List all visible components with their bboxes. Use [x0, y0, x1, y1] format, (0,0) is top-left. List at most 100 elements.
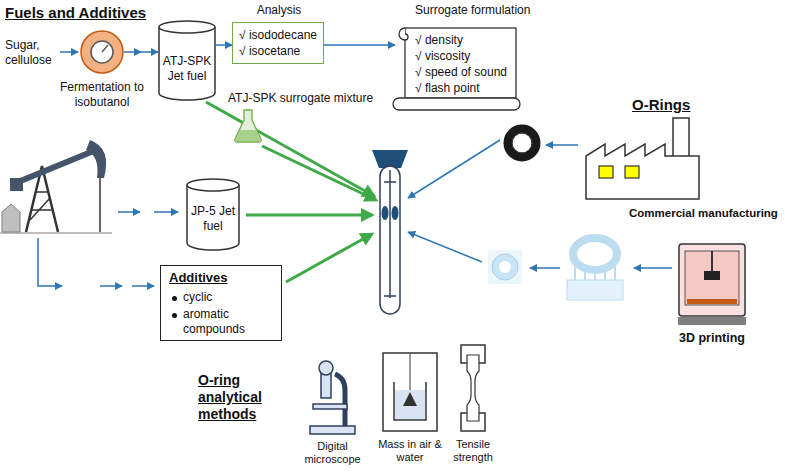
node-text: cyclic: [183, 290, 279, 305]
node-text: √ speed of sound: [415, 65, 507, 80]
node-text: Fermentation to isobutanol: [54, 80, 150, 109]
scroll-curl: [399, 28, 408, 40]
microscope-base: [310, 426, 355, 434]
test-specimen: [403, 392, 417, 406]
flow-arrow: [530, 267, 560, 269]
node-text: ATJ-SPK surrogate mixture: [228, 91, 373, 106]
factory-window: [599, 166, 613, 178]
bullet-dot: [172, 313, 177, 318]
sample-rod: [389, 170, 391, 298]
printer-frame: [679, 244, 745, 316]
node-text: √ flash point: [415, 81, 480, 96]
formulation-scroll: Surrogate formulation√ density√ viscosit…: [395, 24, 520, 110]
node-text: aromatic compounds: [183, 307, 279, 336]
balance-icon: Mass in air & water: [382, 352, 438, 432]
flask-liquid: [236, 130, 261, 141]
support-base: [567, 280, 623, 300]
node-outline: [585, 118, 700, 200]
pressure-gauge: [91, 41, 113, 63]
flow-arrow: [60, 51, 78, 53]
microscope-arm: [335, 374, 345, 426]
node-text: √ viscosity: [415, 49, 470, 64]
flow-arrow: [38, 238, 62, 286]
rod-bar: [384, 181, 396, 183]
hanging-wire: [410, 354, 411, 392]
node-heading: Surrogate formulation: [415, 3, 530, 18]
node-text: √ isocetane: [239, 44, 325, 59]
node-text: √ isododecane: [239, 28, 325, 43]
microscope-tube: [321, 372, 331, 398]
additives-box: Additivescyclicaromatic compounds: [160, 265, 282, 341]
pump-house: [2, 204, 20, 232]
ring-backdrop: [488, 250, 522, 284]
node-text: Digital microscope: [295, 440, 370, 467]
flow-arrow: [408, 140, 500, 198]
node-outline: [382, 352, 438, 432]
tank-top: [187, 179, 239, 191]
pump-beam: [18, 150, 96, 182]
surrogate-flask: ATJ-SPK surrogate mixture: [234, 110, 262, 142]
chimney: [673, 118, 689, 158]
commercial-oring: [508, 129, 536, 157]
print-bed: [687, 299, 737, 304]
tank-top: [159, 21, 215, 33]
oring-sample: [382, 206, 389, 220]
microscope-stage: [313, 404, 347, 409]
dogbone-specimen: [467, 355, 479, 421]
tank-body: [159, 27, 215, 100]
oring-edge: [512, 133, 532, 153]
node-outline: [678, 243, 746, 325]
section-heading: O-Rings: [632, 96, 690, 114]
flow-arrow: [124, 51, 158, 53]
node-text: 3D printing: [666, 331, 758, 346]
water: [395, 390, 425, 419]
scroll-roll: [393, 98, 520, 110]
node-text: ATJ-SPK Jet fuel: [158, 54, 216, 83]
gauge-needle: [102, 45, 108, 52]
scroll-sheet: [405, 28, 516, 98]
flow-arrow: [100, 285, 122, 287]
flow-arrow: [408, 232, 482, 262]
printed-oring: [492, 254, 518, 280]
printed-part: [573, 238, 617, 270]
fermenter-vessel: [81, 31, 123, 73]
microscope-icon: Digital microscope: [305, 360, 360, 435]
bullet-dot: [172, 296, 177, 301]
flow-arrow: [546, 144, 578, 146]
factory-window: [625, 166, 639, 178]
fuel-tank: JP-5 Jet fuel: [186, 178, 240, 250]
fermenter-icon: Fermentation to isobutanol: [80, 30, 124, 74]
rod-bar: [384, 295, 396, 297]
print-head: [704, 271, 720, 280]
derrick-brace: [30, 192, 52, 220]
node-outline: [305, 360, 360, 435]
flask-glass: [235, 110, 262, 142]
oring-hole: [499, 261, 511, 273]
flow-arrow: [132, 285, 154, 287]
node-text: √ density: [415, 33, 463, 48]
section-heading: O-ring analytical methods: [198, 372, 294, 423]
tank-body: [187, 185, 239, 250]
source-label: Sugar, cellulose: [5, 38, 61, 67]
microscope-eyepiece: [319, 361, 333, 375]
ground-line: [0, 233, 112, 234]
print-gantry: [711, 251, 713, 271]
flow-arrow: [118, 211, 140, 213]
flow-arrow: [216, 44, 232, 46]
node-text: Commercial manufacturing: [629, 206, 778, 220]
section-heading: Fuels and Additives: [5, 4, 146, 22]
printer-chamber: [685, 251, 739, 305]
factory-icon: Commercial manufacturing: [585, 118, 700, 200]
node-outline: [455, 345, 491, 431]
node-heading: Analysis: [233, 3, 325, 18]
flow-arrow: [634, 267, 672, 269]
tensile-icon: Tensile strength: [455, 345, 491, 431]
fuel-arrow: [286, 234, 372, 282]
node-text: Mass in air & water: [372, 438, 448, 465]
printer-base: [678, 317, 746, 325]
fuel-tank: ATJ-SPK Jet fuel: [158, 20, 216, 100]
node-outline: [80, 30, 124, 74]
printer-icon: 3D printing: [678, 243, 746, 325]
analysis-box: Analysis√ isododecane√ isocetane: [232, 22, 324, 64]
